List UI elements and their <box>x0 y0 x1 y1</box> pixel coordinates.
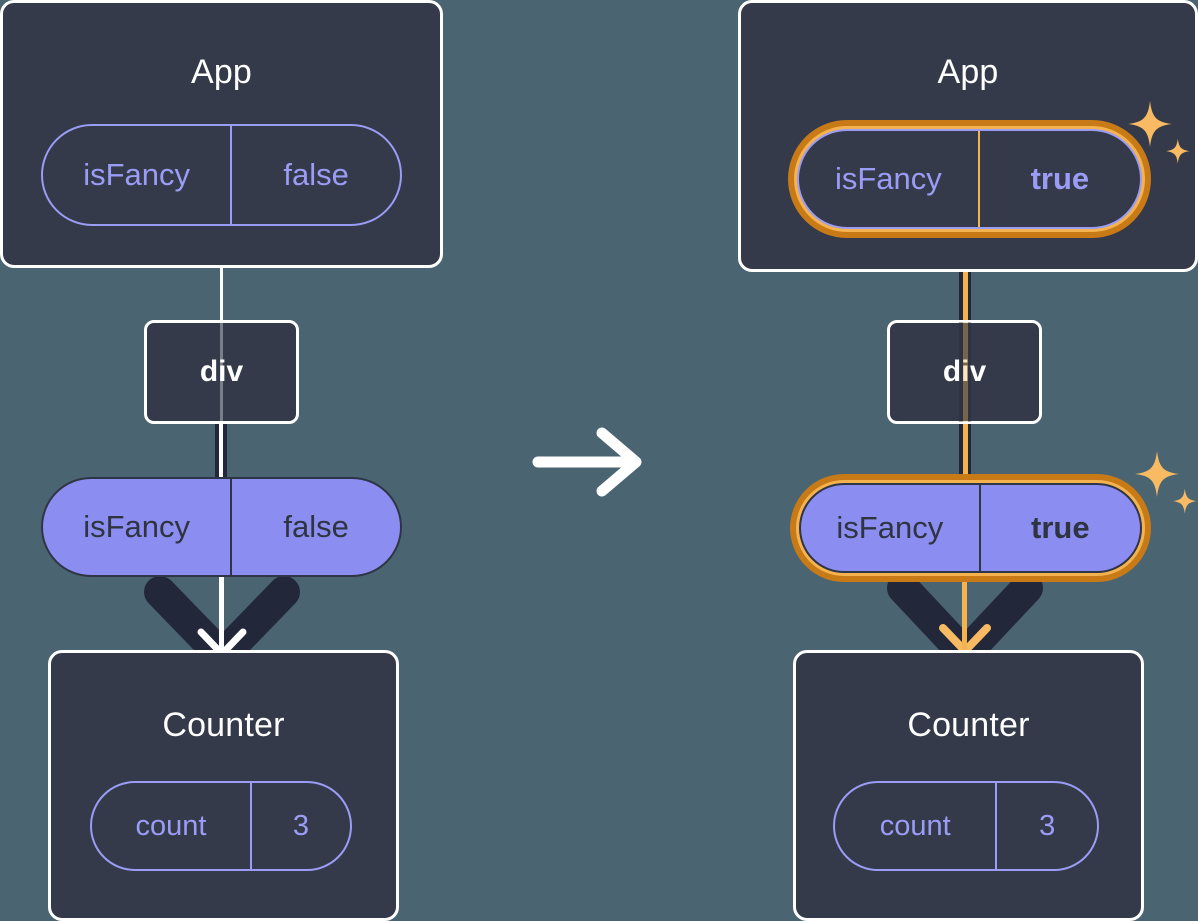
app-state-pill-key-after: isFancy <box>799 131 980 227</box>
props-pill-value-after: true <box>1031 510 1090 545</box>
app-state-pill-before: isFancy false <box>41 124 402 226</box>
counter-state-pill-value-after: 3 <box>1039 809 1056 842</box>
props-pill-before: isFancy false <box>41 477 402 577</box>
app-state-pill-after: isFancy true <box>797 129 1142 229</box>
connector-through-div-before <box>220 322 223 422</box>
transition-arrow-icon <box>530 425 650 500</box>
app-title-after: App <box>937 53 999 91</box>
div-label-before: div <box>199 355 244 388</box>
connector-through-div-after <box>959 322 971 422</box>
props-pill-after: isFancy true <box>799 483 1142 573</box>
app-title-before: App <box>190 53 253 91</box>
counter-state-pill-key-before: count <box>92 783 252 869</box>
props-pill-value-before: false <box>283 509 349 544</box>
sparkle-icon-app-after <box>1124 95 1196 185</box>
div-box-before: div <box>144 320 299 424</box>
connector-div-to-props-before <box>215 420 227 490</box>
counter-state-pill-value-before: 3 <box>292 809 310 842</box>
counter-state-pill-key-after: count <box>835 783 998 869</box>
counter-title-after: Counter <box>907 706 1030 744</box>
div-label-after: div <box>890 355 1039 389</box>
panel-before: App isFancy false div isFancy false <box>0 0 443 921</box>
counter-state-pill-before: count 3 <box>90 781 352 871</box>
app-state-pill-value-after: true <box>1030 161 1090 196</box>
props-pill-key-after: isFancy <box>801 485 981 571</box>
sparkle-icon-props-after <box>1131 445 1198 535</box>
connector-div-to-props-after <box>959 420 971 490</box>
connector-app-to-div-before <box>220 250 223 340</box>
counter-title-before: Counter <box>162 706 285 744</box>
app-state-pill-key-before: isFancy <box>43 126 233 224</box>
connector-core-to-counter-before <box>219 575 224 667</box>
props-pill-key-before: isFancy <box>43 479 233 575</box>
counter-state-pill-after: count 3 <box>833 781 1099 871</box>
panel-after: App isFancy true div <box>599 0 1198 921</box>
div-box-after: div <box>887 320 1042 424</box>
connector-core-to-counter-after <box>962 570 967 668</box>
app-state-pill-value-before: false <box>283 157 349 192</box>
